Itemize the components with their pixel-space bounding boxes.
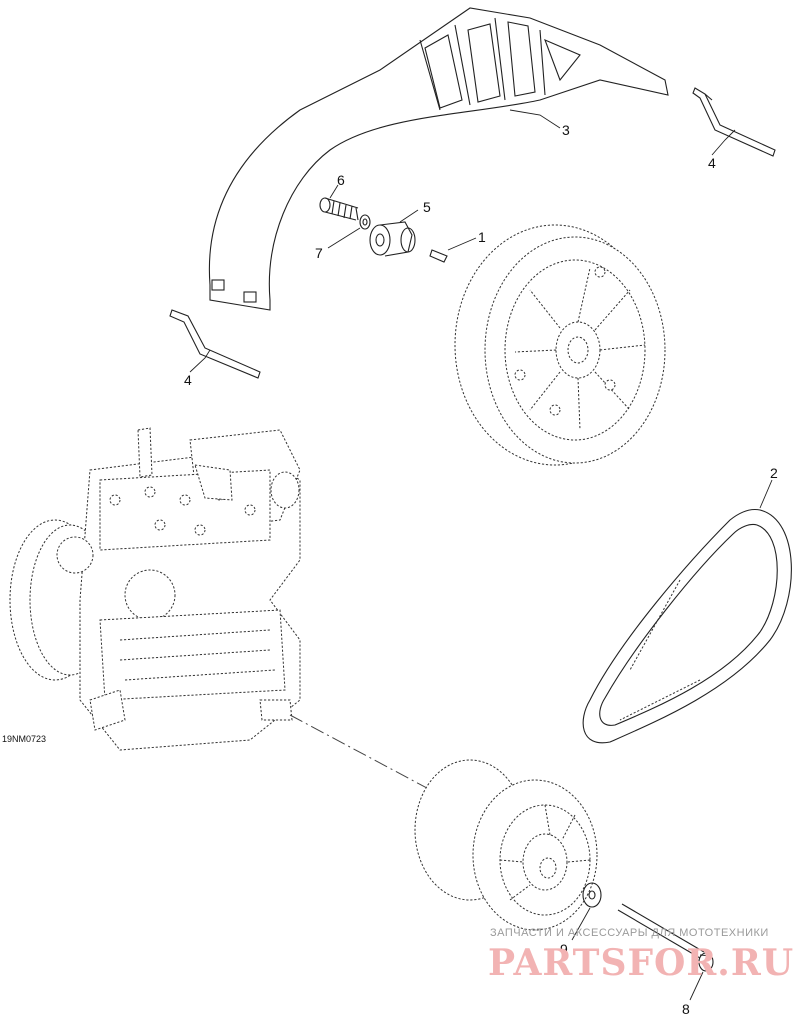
callout-8: 8 — [682, 1001, 690, 1017]
watermark-tagline: ЗАПЧАСТИ И АКСЕССУАРЫ ДЛЯ МОТОТЕХНИКИ — [490, 927, 769, 939]
callout-9: 9 — [560, 941, 568, 957]
leader-lines — [189, 109, 773, 1001]
retaining-clip-upper — [692, 87, 776, 157]
driven-pulley — [454, 224, 666, 466]
callout-4-lower: 4 — [184, 372, 192, 388]
washer-part-9 — [582, 882, 602, 908]
callout-4-upper: 4 — [708, 155, 716, 171]
callout-7: 7 — [315, 245, 323, 261]
callout-5: 5 — [423, 199, 431, 215]
bushing-part-5 — [369, 221, 416, 257]
watermark-logo: PARTSFOR.RU — [488, 942, 794, 984]
key-part-1 — [429, 249, 448, 263]
drive-belt — [582, 508, 792, 744]
callout-2: 2 — [770, 465, 778, 481]
engine — [9, 427, 301, 751]
screw-part-6 — [319, 197, 359, 221]
retaining-clip-lower — [169, 309, 261, 379]
callout-3: 3 — [562, 122, 570, 138]
belt-guard — [208, 7, 669, 311]
crankshaft-axis — [289, 714, 441, 796]
callout-1: 1 — [478, 229, 486, 245]
callout-6: 6 — [337, 172, 345, 188]
washer-part-7 — [359, 214, 371, 230]
figure-id: 19NM0723 — [2, 734, 46, 744]
bolt-part-8 — [617, 903, 714, 972]
watermark: ЗАПЧАСТИ И АКСЕССУАРЫ ДЛЯ МОТОТЕХНИКИ PA… — [488, 927, 794, 984]
drive-pulley — [414, 759, 598, 931]
